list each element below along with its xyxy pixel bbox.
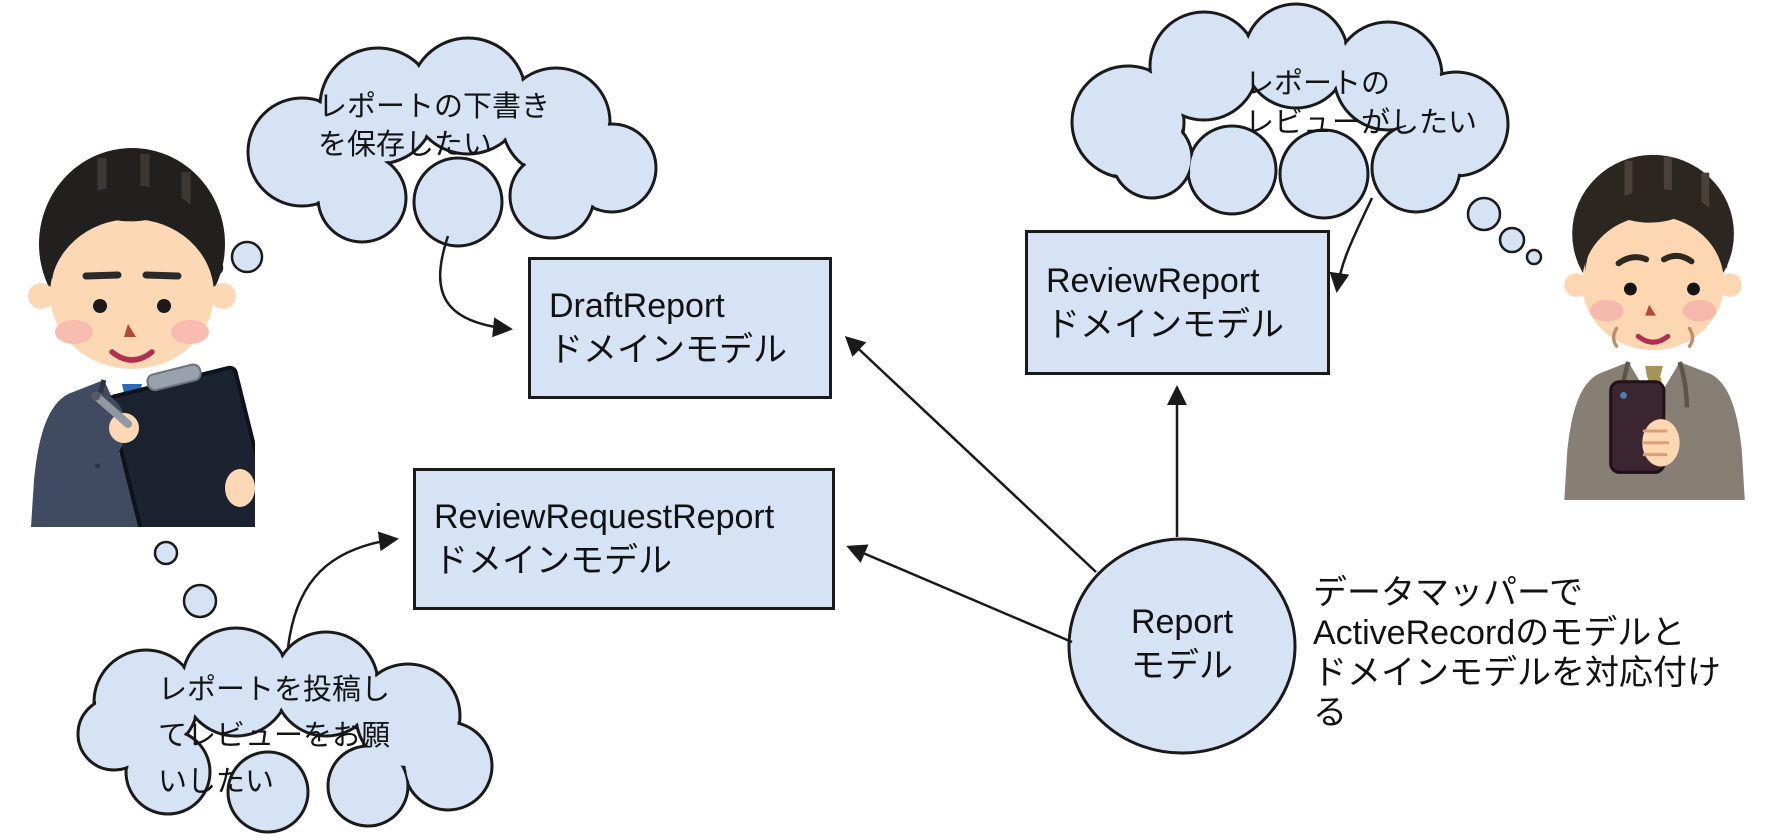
reviewreport-box-title: ReviewReport	[1046, 261, 1260, 300]
annotation-line1: データマッパーで	[1313, 574, 1583, 612]
report-circle-subtitle: モデル	[1131, 647, 1233, 685]
arrow-postreview-cloud-to-reviewrequestreport	[286, 531, 399, 649]
cloud-text-post-review-request: レポートを投稿し てレビューをお願 いしたい	[158, 667, 390, 805]
cloud-want-review-line2: レビューがしたい	[1245, 107, 1478, 139]
writer-eyebrows	[82, 271, 182, 280]
reviewer-fingers	[1642, 429, 1670, 457]
reviewer-nose	[1645, 304, 1657, 316]
arrows	[286, 197, 1374, 649]
domain-model-box-reviewreport: ReviewReport ドメインモデル	[1025, 230, 1330, 375]
writer-hair-fringe	[51, 185, 212, 280]
reviewer-head	[1564, 154, 1742, 351]
writer-ear-right	[210, 283, 236, 309]
cloud-text-save-draft: レポートの下書き を保存したい	[318, 88, 550, 164]
writer-clipboard-clip	[146, 363, 202, 392]
cloud-post-review-line2: てレビューをお願	[158, 720, 391, 752]
report-model-circle-label: Report モデル	[1082, 600, 1282, 688]
reviewer-sleeve	[1658, 407, 1722, 479]
reviewer-smile-wrinkles	[1611, 326, 1695, 348]
thought-cloud-want-review	[1070, 2, 1510, 220]
reviewer-blush-right	[1682, 299, 1717, 322]
arrow-reportmodel-to-reviewrequestreport	[846, 544, 1073, 644]
reviewer-eye-right	[1687, 282, 1700, 296]
draftreport-box-subtitle: ドメインモデル	[549, 331, 787, 369]
cloud-post-review-line3: いしたい	[158, 766, 275, 798]
domain-model-box-reviewrequestreport: ReviewRequestReport ドメインモデル	[413, 468, 835, 610]
report-circle-title: Report	[1130, 603, 1234, 641]
annotation-line2: ActiveRecordのモデルと	[1313, 614, 1686, 652]
reviewer-phone-camera-dot	[1620, 392, 1627, 399]
report-model-circle-shape	[1067, 537, 1297, 755]
reviewer-face	[1582, 216, 1725, 351]
writer-head	[28, 148, 236, 369]
writer-eye-right	[157, 299, 171, 313]
thought-cloud-post-review-request	[76, 626, 494, 834]
arrow-reportmodel-to-draftreport	[844, 335, 1097, 573]
cloud-save-draft-line2: を保存したい	[318, 129, 493, 161]
reviewrequestreport-box-title: ReviewRequestReport	[434, 498, 775, 536]
cloud-want-review-line1: レポートの	[1245, 68, 1391, 100]
domain-model-box-draftreport: DraftReport ドメインモデル	[528, 257, 832, 399]
reviewer-hair-fringe	[1585, 189, 1728, 272]
writer-eye-left	[93, 299, 107, 313]
reviewer-ear-left	[1564, 273, 1588, 297]
reviewreport-box-subtitle: ドメインモデル	[1046, 305, 1284, 344]
writer-blush-right	[171, 320, 209, 344]
writer-pen-icon	[92, 392, 132, 428]
writer-pen-cap	[91, 391, 101, 401]
annotation-line4: る	[1313, 694, 1347, 732]
writer-mouth	[109, 349, 155, 363]
reviewer-mouth	[1635, 333, 1671, 345]
annotation-line3: ドメインモデルを対応付け	[1313, 654, 1721, 692]
cloud-post-review-line1: レポートを投稿し	[158, 674, 391, 706]
reviewer-eye-left	[1623, 282, 1637, 296]
reviewer-eyebrows	[1615, 252, 1695, 267]
writer-blush-left	[55, 320, 93, 344]
reviewer-blush-left	[1589, 299, 1624, 322]
arrow-wantreview-cloud-to-reviewreport	[1329, 197, 1374, 293]
writer-face	[50, 219, 214, 369]
cloud-text-want-review: レポートの レビューがしたい	[1245, 65, 1477, 143]
arrow-savedraft-cloud-to-draftreport	[439, 235, 513, 338]
cloud-save-draft-line1: レポートの下書き	[318, 91, 551, 123]
reviewer-ear-right	[1718, 273, 1742, 297]
writer-person-illustration	[28, 148, 255, 527]
writer-hand-with-pen	[109, 413, 139, 443]
draftreport-box-title: DraftReport	[549, 287, 725, 325]
thought-bubble-trail-right	[1466, 196, 1543, 266]
writer-ear-left	[28, 283, 54, 309]
reviewer-person-illustration	[1564, 154, 1745, 500]
writer-nose	[124, 324, 136, 337]
thought-cloud-save-draft	[246, 36, 658, 248]
data-mapper-annotation: データマッパーで ActiveRecordのモデルと ドメインモデルを対応付け …	[1313, 573, 1721, 733]
reviewrequestreport-box-subtitle: ドメインモデル	[434, 542, 672, 580]
writer-clipboard-icon	[107, 363, 255, 527]
writer-hand-holding-board	[225, 469, 255, 507]
